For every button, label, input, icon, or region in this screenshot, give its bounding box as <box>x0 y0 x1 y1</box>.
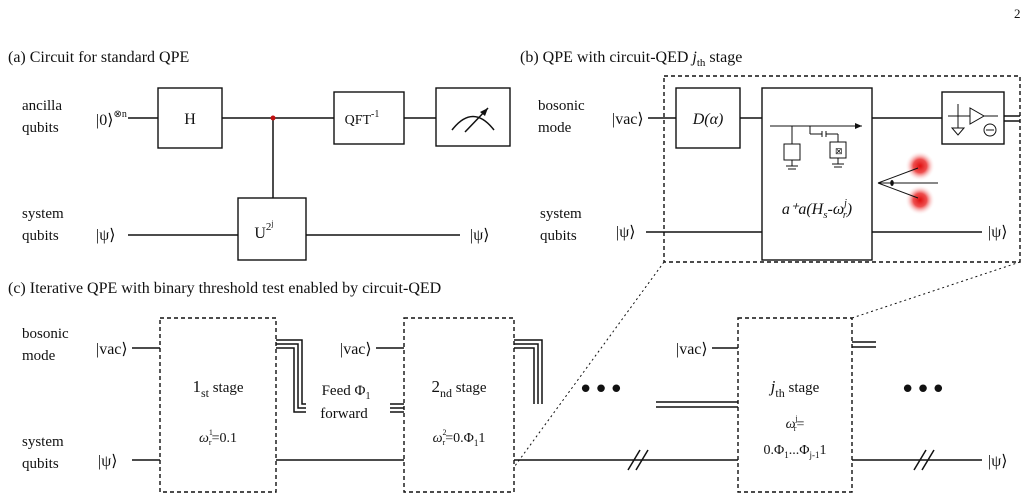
system-label-line1: system <box>22 434 64 450</box>
system-label-line2: qubits <box>22 456 59 472</box>
feed-label-bg <box>306 378 390 422</box>
ancilla-input-ket: |0⟩⊗n <box>96 109 127 129</box>
vacuum-input-ket-2: |vac⟩ <box>340 341 372 358</box>
bosonic-label-line2: mode <box>22 348 56 364</box>
feed-forward-label-line2: forward <box>320 406 368 422</box>
ancilla-label-line2: qubits <box>22 120 59 136</box>
hadamard-label: H <box>184 111 196 128</box>
panel-a: (a) Circuit for standard QPE ancilla qub… <box>8 49 511 261</box>
stage-2-box <box>403 317 515 493</box>
ancilla-label-line1: ancilla <box>22 98 62 114</box>
system-input-ket: |ψ⟩ <box>98 453 117 470</box>
vacuum-input-ket-3: |vac⟩ <box>676 341 708 358</box>
vacuum-input-ket-1: |vac⟩ <box>96 341 128 358</box>
phase-space-icon <box>877 151 938 215</box>
inverse-qft-label: QFT-1 <box>345 109 380 128</box>
stage-j-box <box>737 317 853 493</box>
panel-b-caption: (b) QPE with circuit-QED jth stage <box>520 49 742 69</box>
amplifier-detector-icon <box>948 104 998 137</box>
control-dot <box>270 115 276 121</box>
panel-b: (b) QPE with circuit-QED jth stage boson… <box>511 49 1021 471</box>
zoom-guide-right <box>851 261 1021 319</box>
ellipsis-2: ••• <box>900 375 946 405</box>
zoom-guide-left <box>511 261 665 471</box>
ellipsis-1: ••• <box>578 375 624 405</box>
system-label-line1: system <box>22 206 64 222</box>
system-label-line1: system <box>540 206 582 222</box>
controlled-u-label: U2j <box>254 219 273 242</box>
system-output-ket: |ψ⟩ <box>988 224 1007 241</box>
hadamard-gate <box>157 87 223 149</box>
system-label-line2: qubits <box>22 228 59 244</box>
stage-1-title: 1st stage <box>192 377 243 400</box>
system-output-ket: |ψ⟩ <box>470 227 489 244</box>
measurement-meter-icon <box>451 107 495 133</box>
bosonic-label-line1: bosonic <box>22 326 69 342</box>
cqed-stage-enclosure <box>663 75 1021 263</box>
wire-break-mark <box>635 449 649 471</box>
wire-break-mark <box>913 449 927 471</box>
circuit-schematic-icon: ⊠ <box>770 123 862 170</box>
system-label-line2: qubits <box>540 228 577 244</box>
bosonic-label-line2: mode <box>538 120 572 136</box>
panel-c-caption: (c) Iterative QPE with binary threshold … <box>8 280 441 297</box>
wire-break-mark <box>921 449 935 471</box>
feed-forward-line-2 <box>514 339 543 404</box>
inverse-qft-gate <box>333 91 405 145</box>
displacement-label: D(α) <box>692 111 724 128</box>
stage-j-frequency-line2: 0.Φ1...Φj-11 <box>764 443 827 460</box>
system-input-ket: |ψ⟩ <box>96 227 115 244</box>
feed-forward-label-line1: Feed Φ1 <box>322 383 371 402</box>
detector-box <box>941 91 1005 145</box>
panel-a-caption: (a) Circuit for standard QPE <box>8 49 189 66</box>
stage-1-box <box>159 317 277 493</box>
dispersive-interaction-block <box>761 87 873 261</box>
panel-c: (c) Iterative QPE with binary threshold … <box>8 280 1007 493</box>
bosonic-label-line1: bosonic <box>538 98 585 114</box>
displacement-gate <box>675 87 741 149</box>
system-output-ket: |ψ⟩ <box>988 453 1007 470</box>
system-input-ket: |ψ⟩ <box>616 224 635 241</box>
stage-j-title: jth stage <box>769 377 820 400</box>
svg-text:⊠: ⊠ <box>835 146 843 156</box>
stage-2-title: 2nd stage <box>431 377 486 400</box>
wire-break-mark <box>627 449 641 471</box>
page-number: 2 <box>1014 6 1021 21</box>
vacuum-input-ket: |vac⟩ <box>612 111 644 128</box>
controlled-u-gate <box>237 197 307 261</box>
